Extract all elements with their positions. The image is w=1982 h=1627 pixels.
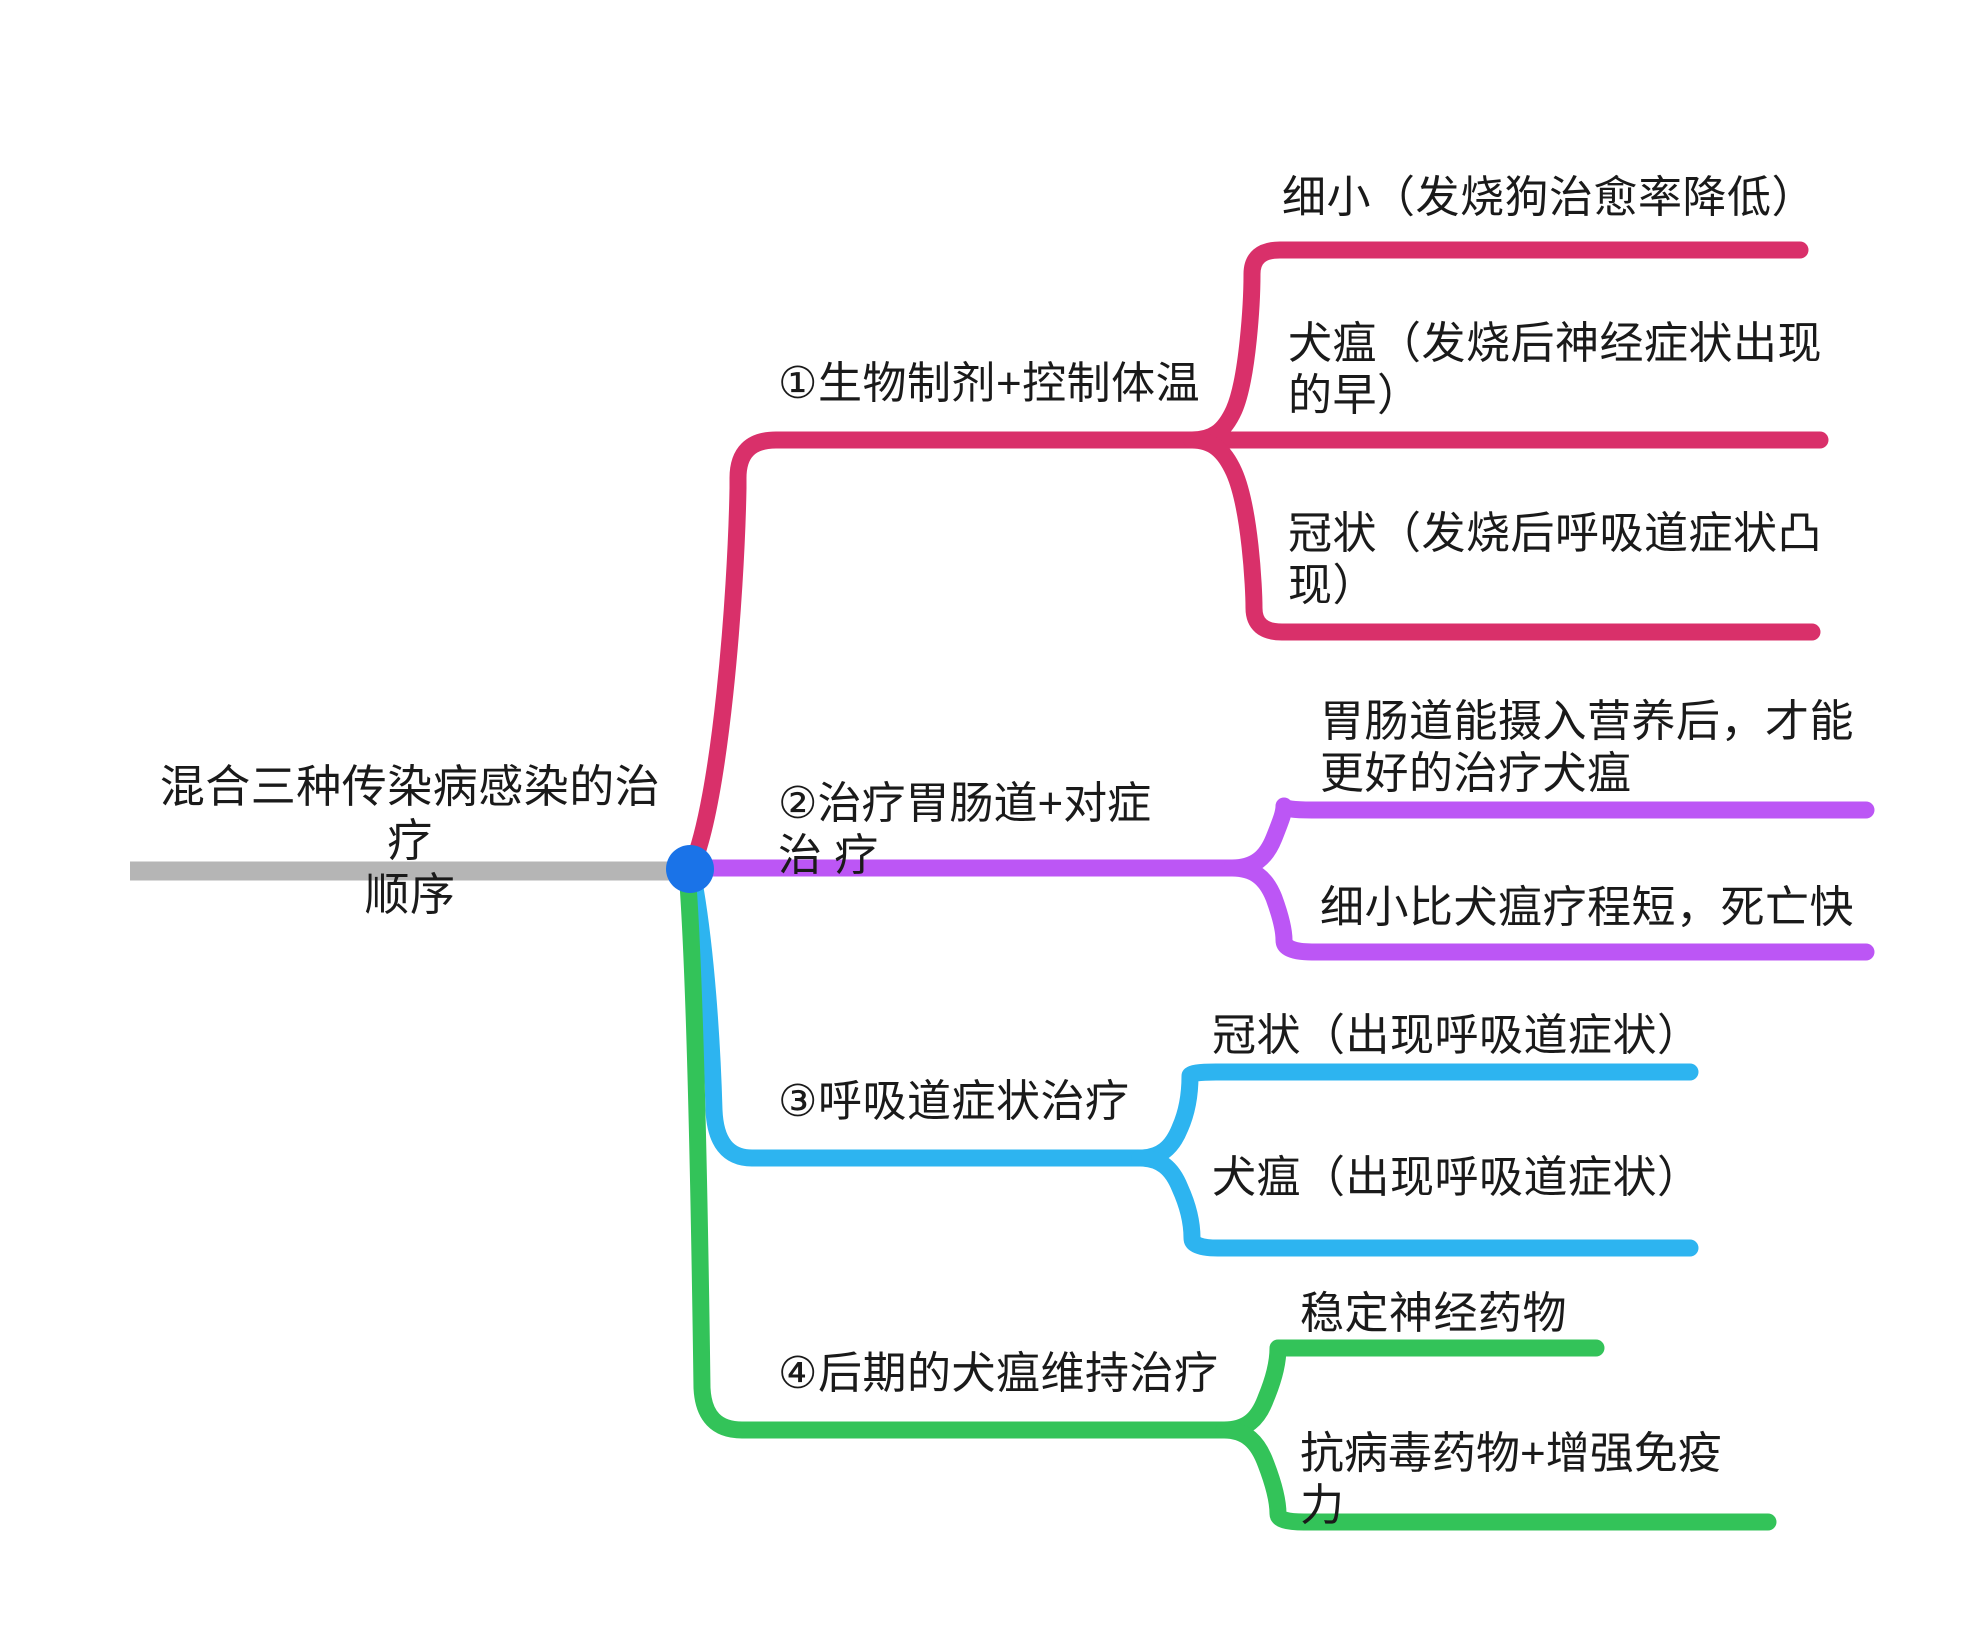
branch-4-trunk xyxy=(679,875,1233,1439)
branch-4-label[interactable]: ④后期的犬瘟维持治疗 xyxy=(778,1349,1219,1398)
branch-3-child-1-edge xyxy=(1131,1063,1699,1167)
branch-1-trunk xyxy=(683,431,1201,875)
branch-2-child-1-edge xyxy=(1223,797,1875,877)
branch-3-trunk xyxy=(685,873,1149,1167)
branch-4-child-2-edge xyxy=(1215,1421,1777,1531)
branch-3-child-2-edge xyxy=(1131,1149,1699,1257)
branch-1-child-1-edge xyxy=(1183,241,1809,449)
branch-4-child-2-label[interactable]: 抗病毒药物+增强免疫 力 xyxy=(1300,1429,1722,1528)
root-node-label[interactable]: 混合三种传染病感染的治疗 顺序 xyxy=(159,761,661,920)
root-hub-dot[interactable] xyxy=(666,845,714,893)
branch-3-child-2-label[interactable]: 犬瘟（出现呼吸道症状） xyxy=(1212,1153,1702,1202)
branch-1-label[interactable]: ①生物制剂+控制体温 xyxy=(778,359,1201,408)
branch-2-child-2-label[interactable]: 细小比犬瘟疗程短，死亡快 xyxy=(1320,883,1854,932)
branch-1-child-2-label[interactable]: 犬瘟（发烧后神经症状出现 的早） xyxy=(1288,319,1822,420)
branch-1-child-1-label[interactable]: 细小（发烧狗治愈率降低） xyxy=(1282,173,1816,222)
branch-4-child-1-edge xyxy=(1215,1339,1605,1439)
branch-3-label[interactable]: ③呼吸道症状治疗 xyxy=(778,1077,1130,1126)
branch-4-child-1-label[interactable]: 稳定神经药物 xyxy=(1300,1289,1567,1338)
branch-2-child-2-edge xyxy=(1223,859,1875,961)
branch-1-child-3-label[interactable]: 冠状（发烧后呼吸道症状凸 现） xyxy=(1288,509,1822,610)
branch-2-label[interactable]: ②治疗胃肠道+对症治 疗 xyxy=(778,779,1152,880)
branch-1-child-3-edge xyxy=(1183,431,1821,641)
branch-3-child-1-label[interactable]: 冠状（出现呼吸道症状） xyxy=(1212,1011,1702,1060)
branch-2-child-1-label[interactable]: 胃肠道能摄入营养后，才能 更好的治疗犬瘟 xyxy=(1320,697,1854,798)
